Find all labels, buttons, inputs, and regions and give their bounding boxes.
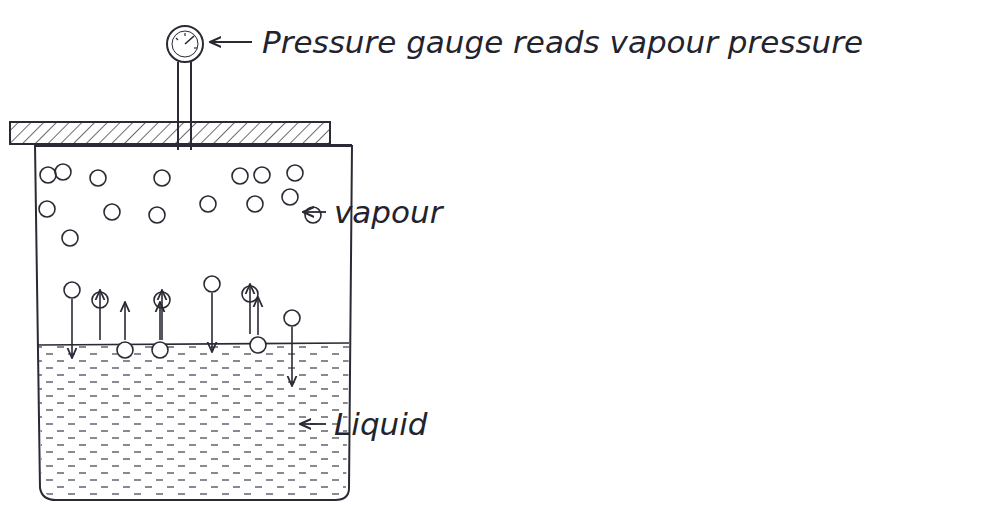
motion-arrow (71, 299, 73, 358)
vapour-molecule (154, 170, 170, 186)
motion-arrow (291, 327, 293, 386)
vapour-molecule (149, 207, 165, 223)
motion-arrow (211, 293, 213, 352)
vapour-molecule (104, 204, 120, 220)
gauge-label: Pressure gauge reads vapour pressure (262, 25, 863, 59)
gauge-stem (177, 62, 179, 150)
gauge-tick (194, 47, 197, 48)
pressure-gauge (167, 26, 203, 62)
vapour-molecule (287, 165, 303, 181)
moving-molecule (284, 310, 300, 326)
gauge-tick (176, 38, 178, 40)
vapour-molecule (232, 168, 248, 184)
gauge-needle (185, 36, 194, 44)
vapour-molecule (62, 230, 78, 246)
liquid-label: Liquid (334, 407, 428, 441)
leader-arrow (210, 41, 252, 43)
container-wall (35, 145, 352, 500)
vapour-molecule (254, 167, 270, 183)
gauge-stem (190, 62, 192, 150)
motion-arrow (159, 302, 161, 340)
moving-molecule (152, 342, 168, 358)
lid-edge (35, 144, 352, 147)
lid (10, 122, 330, 144)
vapour-molecule (40, 167, 56, 183)
liquid-body (38, 345, 349, 497)
liquid-surface (38, 343, 349, 345)
leader-arrow (300, 423, 326, 425)
vapour-molecule (55, 164, 71, 180)
moving-molecule (64, 282, 80, 298)
moving-molecule (204, 276, 220, 292)
vapour-molecule (39, 201, 55, 217)
vapour-label: vapour (334, 195, 442, 229)
moving-molecule (117, 342, 133, 358)
motion-arrow (161, 290, 163, 340)
vapour-molecule (90, 170, 106, 186)
vapour-molecule (247, 196, 263, 212)
gauge-tick (184, 33, 185, 36)
vapour-molecule (282, 189, 298, 205)
motion-arrow (249, 284, 251, 334)
vapour-molecule (305, 207, 321, 223)
moving-molecule (250, 337, 266, 353)
motion-arrow (257, 297, 259, 335)
motion-arrow (124, 302, 126, 340)
motion-arrow (99, 290, 101, 340)
gauge-dial (172, 31, 198, 57)
vapour-molecule (200, 196, 216, 212)
